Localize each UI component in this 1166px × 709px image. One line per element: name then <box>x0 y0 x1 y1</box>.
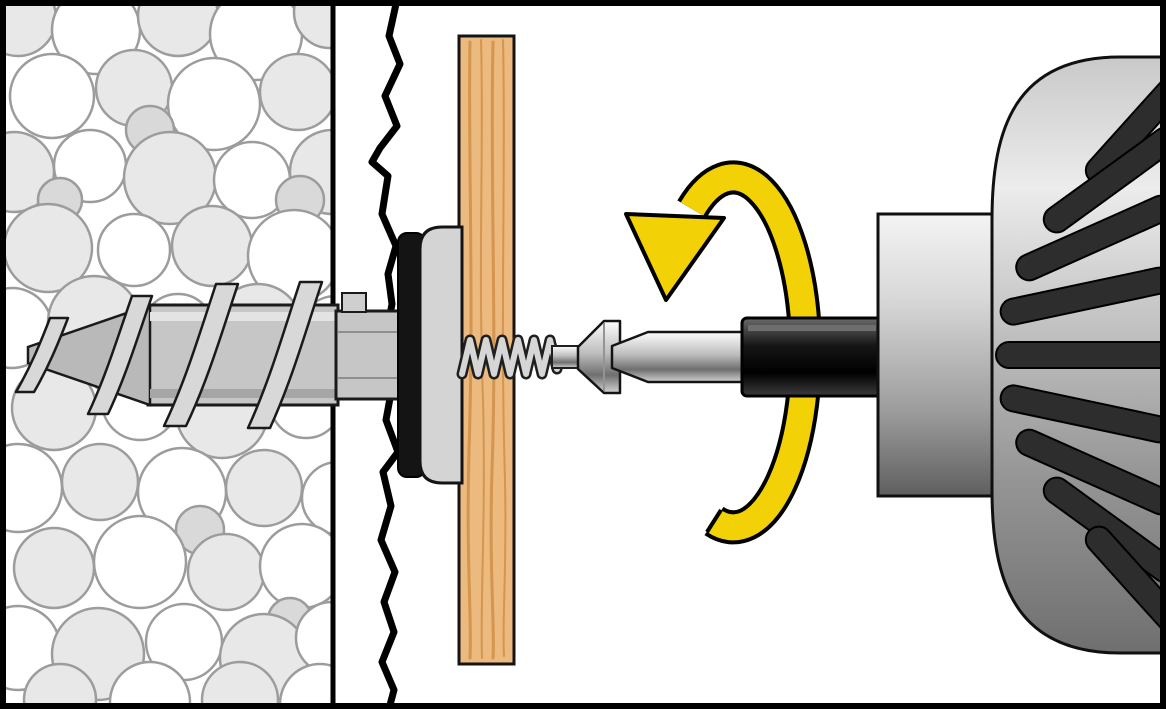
driver-bit-assembly <box>610 316 884 398</box>
aggregate-circle <box>4 202 94 294</box>
anchor-neck <box>334 309 404 401</box>
aggregate-circle <box>170 204 254 288</box>
anchor-thread-blade <box>14 316 70 394</box>
anchor-neck-key <box>341 292 367 313</box>
driver-bit <box>610 330 746 384</box>
wood-grain-line <box>501 39 507 657</box>
chuck-groove <box>1015 194 1163 282</box>
aggregate-circle <box>200 660 280 705</box>
chuck-groove <box>999 384 1163 444</box>
anchor-thread-blade <box>86 294 154 416</box>
screw-head <box>576 319 622 395</box>
aggregate-circle <box>92 514 188 610</box>
aggregate-circle <box>12 526 96 610</box>
aggregate-circle <box>166 56 262 152</box>
screw-shank <box>551 345 581 369</box>
anchor-thread-blade <box>246 280 324 430</box>
aggregate-circle <box>186 532 266 612</box>
chuck-sleeve <box>876 212 994 498</box>
chuck-groove <box>995 341 1163 369</box>
anchor-collar-cap <box>418 225 464 485</box>
rotation-arrow-end-cap <box>705 508 723 534</box>
anchor-neck-shading <box>338 331 400 379</box>
anchor-shaft-shadow <box>150 389 336 398</box>
chuck-groove <box>999 266 1163 326</box>
anchor-thread-blade <box>162 282 240 428</box>
aggregate-circle <box>258 52 335 132</box>
aggregate-circle <box>22 662 98 705</box>
bit-holder-highlight <box>748 325 876 331</box>
anchor-shaft-highlight <box>150 312 336 321</box>
self-drilling-anchor <box>14 225 464 485</box>
chuck-groove <box>1042 126 1163 234</box>
wood-grain-line <box>466 40 473 660</box>
aggregate-circle <box>292 4 335 50</box>
chuck-groove <box>1015 428 1163 516</box>
drill-chuck <box>876 55 1165 655</box>
screw <box>456 319 622 395</box>
aggregate-circle <box>96 212 172 288</box>
aggregate-circle <box>8 52 96 140</box>
aggregate-circle <box>60 442 140 522</box>
aggregate-circle <box>108 660 192 705</box>
wood-grain-line <box>489 40 496 660</box>
wood-grain-line <box>479 39 485 659</box>
rotation-arrowhead <box>624 212 726 302</box>
aggregate-circle <box>300 460 335 536</box>
aggregate-circle <box>224 448 304 528</box>
screw-thread <box>459 337 560 377</box>
